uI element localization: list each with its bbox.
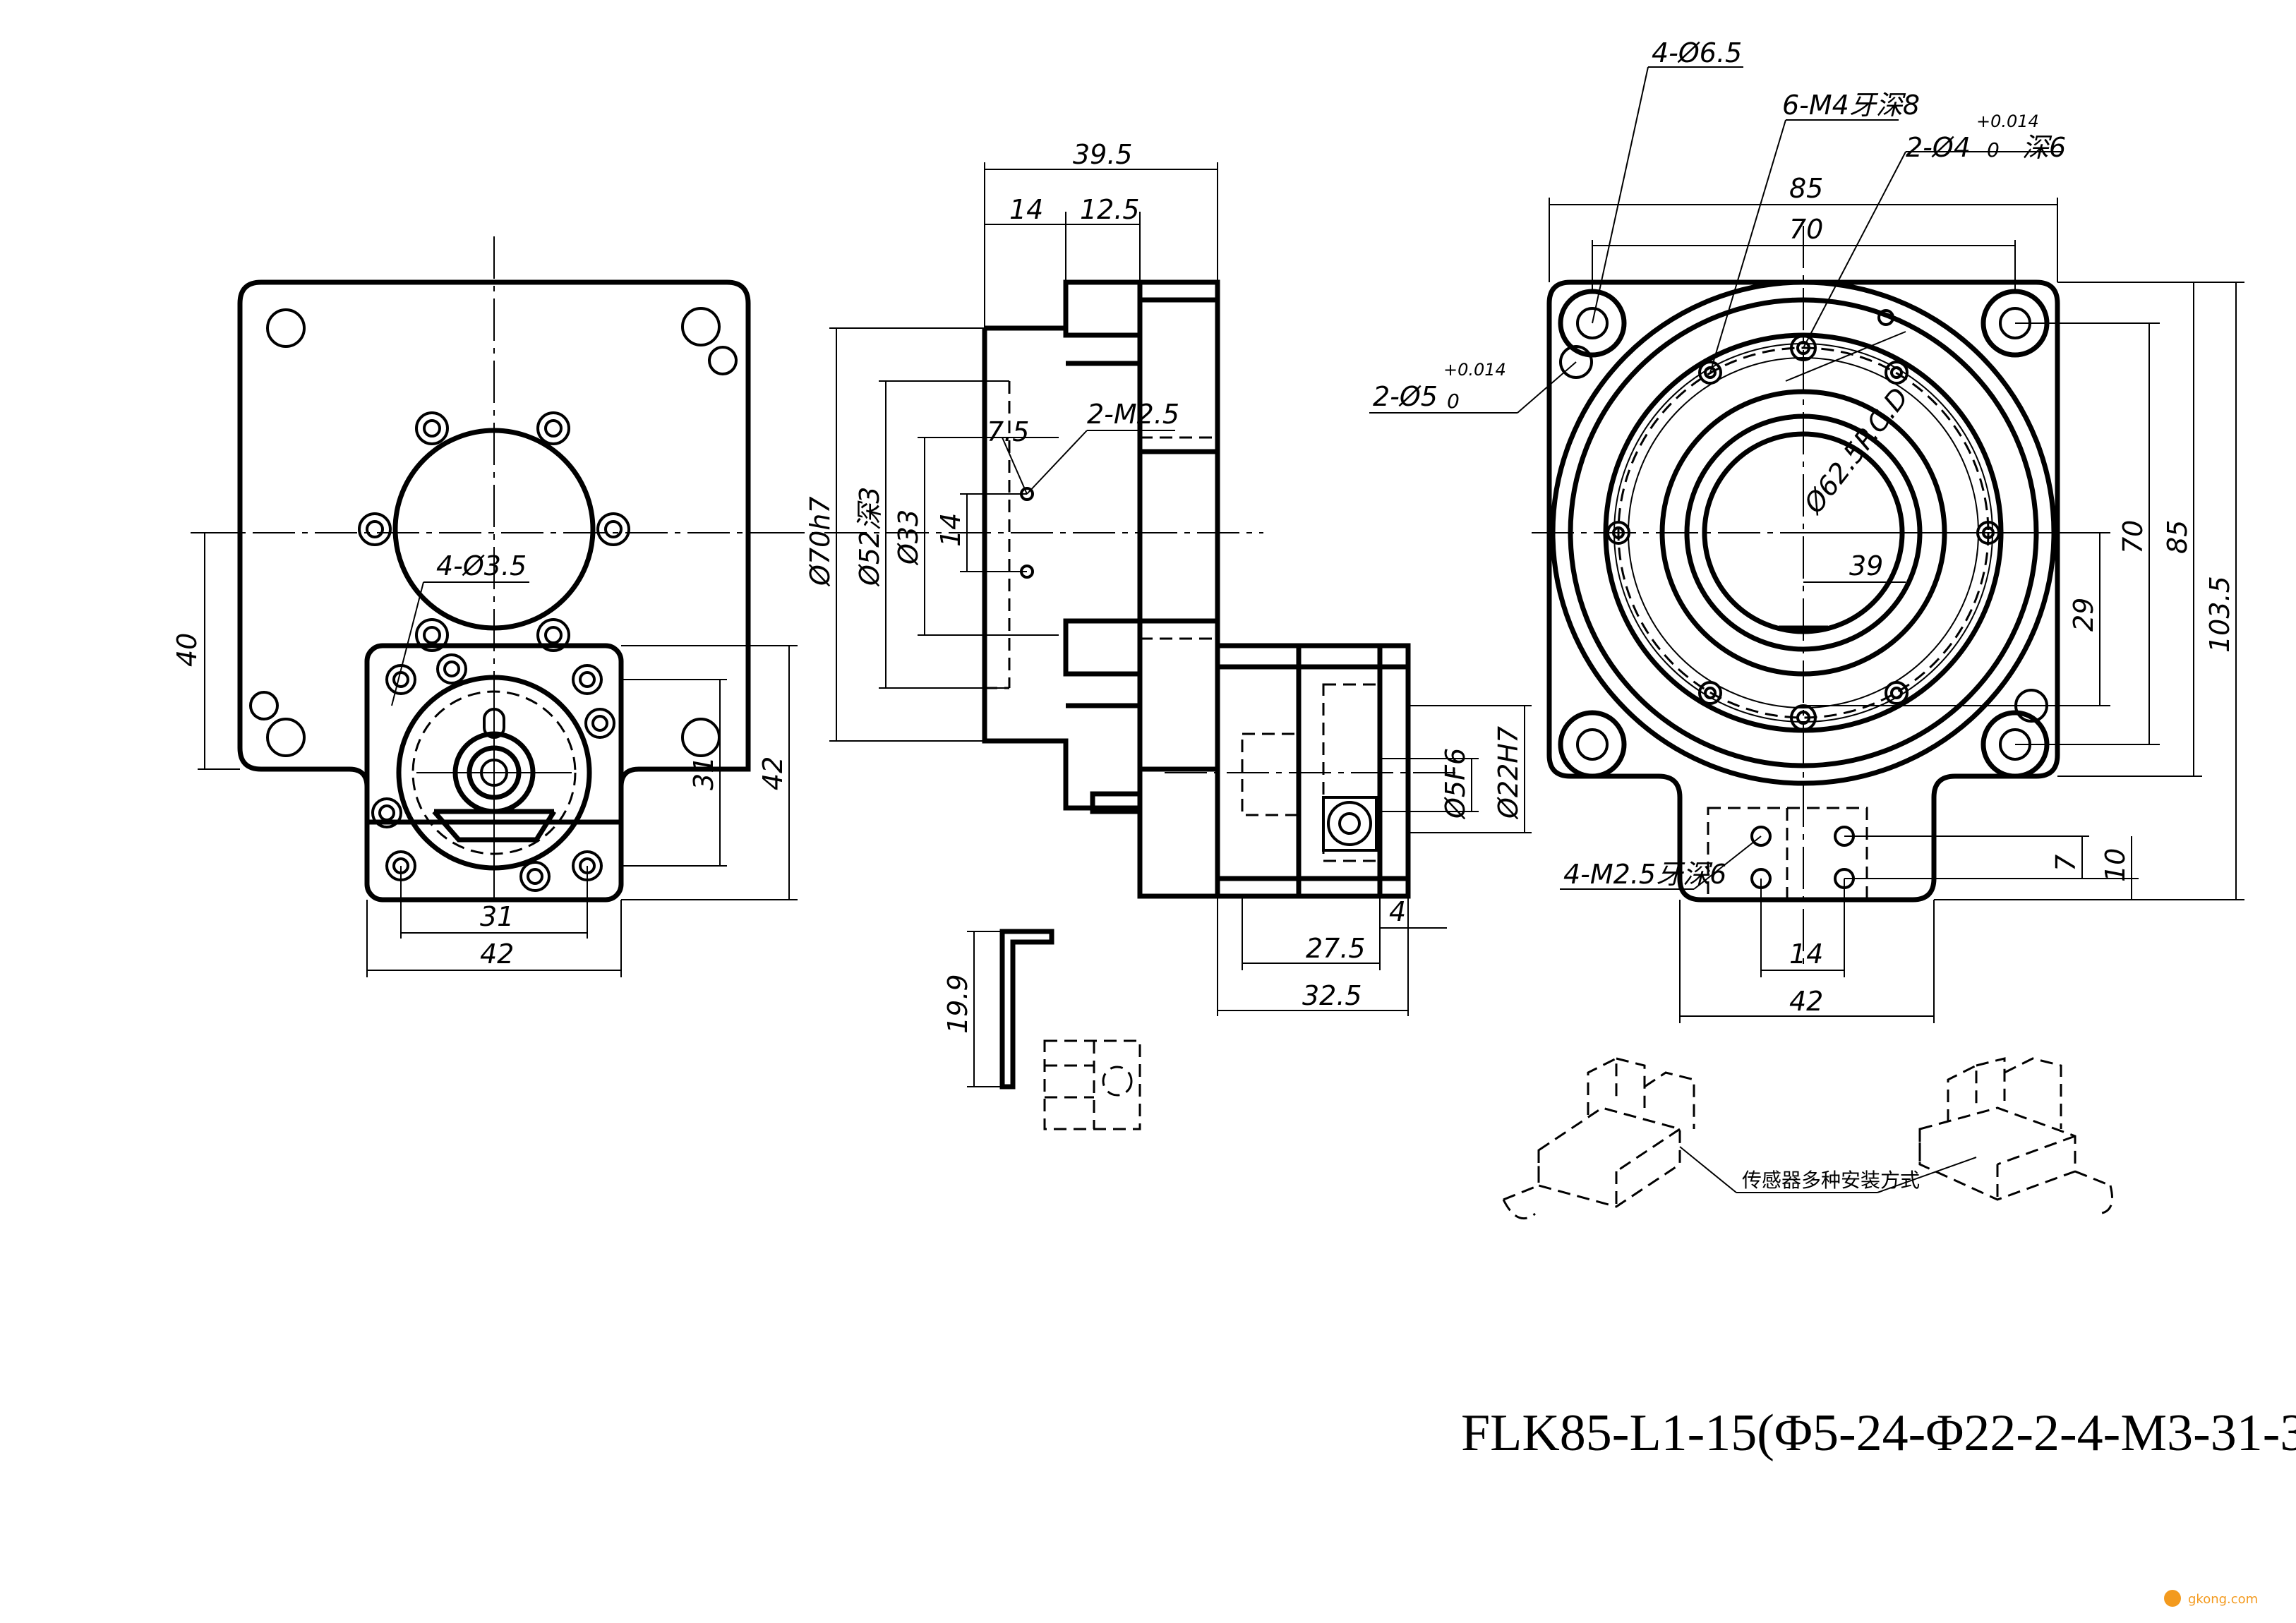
top-dim-85: 85: [1789, 173, 1823, 204]
side-dim-phi22: Ø22H7: [1493, 726, 1524, 820]
top-dim-39: 39: [1849, 550, 1883, 581]
top-pin-phi5-tol2: 0: [1447, 390, 1460, 413]
part-number-title: FLK85-L1-15(Φ5-24-Φ22-2-4-M3-31-31): [1461, 1404, 2296, 1462]
front-hole-note: 4-Ø3.5: [436, 550, 527, 581]
top-dim-10: 10: [2100, 848, 2131, 882]
side-dim-phi70: Ø70h7: [805, 496, 836, 587]
top-thread-m25: 4-M2.5牙深6: [1563, 859, 1726, 890]
top-thread-m4: 6-M4牙深8: [1782, 90, 1920, 121]
front-dim-31-width: 31: [480, 901, 514, 932]
side-dim-14: 14: [1009, 194, 1043, 225]
top-dim-29: 29: [2068, 598, 2099, 632]
top-pin-phi4: 2-Ø4: [1906, 132, 1971, 163]
sensor-bracket-detail: 19.9: [942, 929, 1141, 1130]
top-dim-42: 42: [1789, 986, 1823, 1017]
side-dim-7-5: 7.5: [987, 416, 1029, 447]
side-dim-14-small: 14: [935, 513, 966, 547]
top-pin-phi4-tol2: 0: [1987, 138, 2000, 162]
svg-text:gkong.com: gkong.com: [2188, 1592, 2258, 1607]
side-dim-4: 4: [1389, 896, 1406, 927]
top-hole-6-5: 4-Ø6.5: [1652, 37, 1742, 68]
top-dim-70: 70: [1789, 214, 1823, 245]
top-dim-85-right: 85: [2162, 520, 2193, 554]
top-pin-phi4-tol: +0.014: [1976, 111, 2039, 131]
front-dim-42-width: 42: [480, 939, 514, 970]
side-dim-phi52: Ø52深3: [854, 487, 885, 587]
top-pin-phi5: 2-Ø5: [1373, 381, 1438, 412]
front-dim-40: 40: [172, 633, 203, 667]
watermark-logo: gkong.com: [2164, 1590, 2258, 1607]
side-dim-12-5: 12.5: [1080, 194, 1140, 225]
top-view: 4-Ø6.5 6-M4牙深8 2-Ø4 +0.014 0 深6 2-Ø5 +0.…: [1369, 37, 2244, 1023]
front-dim-31-height: 31: [688, 756, 719, 790]
side-dim-total: 39.5: [1073, 139, 1133, 170]
side-dim-27-5: 27.5: [1306, 933, 1366, 964]
top-pin-phi4-depth: 深6: [2022, 132, 2066, 163]
front-dim-42-height: 42: [757, 756, 788, 790]
side-dim-phi5: Ø5F6: [1440, 748, 1471, 820]
front-view: 4-Ø3.5 40 31 42 31 42: [172, 236, 798, 977]
sensor-install-note: 传感器多种安装方式: [1742, 1169, 1920, 1192]
side-dim-m25: 2-M2.5: [1087, 399, 1179, 430]
side-dim-phi33: Ø33: [893, 509, 924, 566]
side-dim-32-5: 32.5: [1302, 980, 1362, 1011]
top-dim-7: 7: [2050, 855, 2081, 871]
side-dim-19-9: 19.9: [942, 974, 973, 1034]
top-dim-103-5: 103.5: [2204, 576, 2235, 653]
top-dim-14: 14: [1789, 939, 1823, 970]
top-pin-phi5-tol: +0.014: [1443, 360, 1506, 380]
sensor-sketches: [1502, 1056, 2113, 1220]
side-view: 39.5 14 12.5 2-M2.5 7.5 Ø70h7 Ø52深3 Ø33 …: [762, 139, 1532, 1016]
top-dim-70-right: 70: [2117, 520, 2148, 554]
top-view-outline: [1546, 279, 2060, 903]
